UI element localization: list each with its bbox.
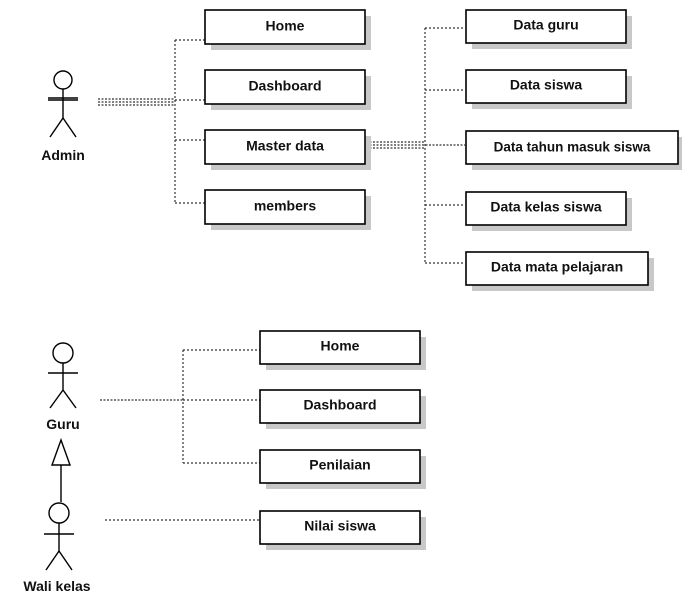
actor-admin-label: Admin: [41, 147, 85, 163]
use-case-wali-nilai-siswa: Nilai siswa: [259, 510, 426, 550]
actor-guru-label: Guru: [46, 416, 79, 432]
generalization-arrow: [51, 437, 71, 502]
actor-wali-kelas: Wali kelas: [23, 502, 91, 594]
use-case-data-guru: Data guru: [465, 9, 632, 49]
master-data-connectors: [366, 27, 465, 264]
use-case-admin-master-data: Master data: [204, 129, 371, 170]
use-case-admin-master-data-label: Master data: [246, 138, 324, 154]
use-case-admin-members-label: members: [254, 198, 316, 214]
use-case-guru-dashboard-label: Dashboard: [303, 397, 376, 413]
use-case-wali-nilai-siswa-label: Nilai siswa: [304, 518, 376, 534]
use-case-admin-dashboard-label: Dashboard: [248, 78, 321, 94]
actor-guru: Guru: [46, 342, 80, 432]
guru-connectors: [100, 349, 260, 464]
use-case-data-siswa: Data siswa: [465, 69, 632, 109]
use-case-guru-home: Home: [259, 330, 426, 370]
use-case-data-kelas-siswa: Data kelas siswa: [465, 191, 632, 231]
use-case-admin-home: Home: [204, 9, 371, 50]
use-case-data-mata-pelajaran-label: Data mata pelajaran: [491, 259, 623, 275]
use-case-guru-dashboard: Dashboard: [259, 389, 426, 429]
admin-connectors: [98, 39, 205, 204]
actor-admin: Admin: [41, 70, 85, 163]
use-case-data-mata-pelajaran: Data mata pelajaran: [465, 251, 654, 291]
actor-wali-kelas-label: Wali kelas: [23, 578, 90, 594]
use-case-data-siswa-label: Data siswa: [510, 77, 583, 93]
use-case-admin-members: members: [204, 189, 371, 230]
use-case-data-kelas-siswa-label: Data kelas siswa: [490, 199, 602, 215]
use-case-data-guru-label: Data guru: [513, 17, 578, 33]
use-case-guru-home-label: Home: [321, 338, 360, 354]
use-case-guru-penilaian-label: Penilaian: [309, 457, 370, 473]
use-case-admin-home-label: Home: [266, 18, 305, 34]
use-case-guru-penilaian: Penilaian: [259, 449, 426, 489]
use-case-admin-dashboard: Dashboard: [204, 69, 371, 110]
use-case-data-tahun-masuk-siswa-label: Data tahun masuk siswa: [494, 140, 651, 155]
use-case-data-tahun-masuk-siswa: Data tahun masuk siswa: [465, 130, 682, 170]
